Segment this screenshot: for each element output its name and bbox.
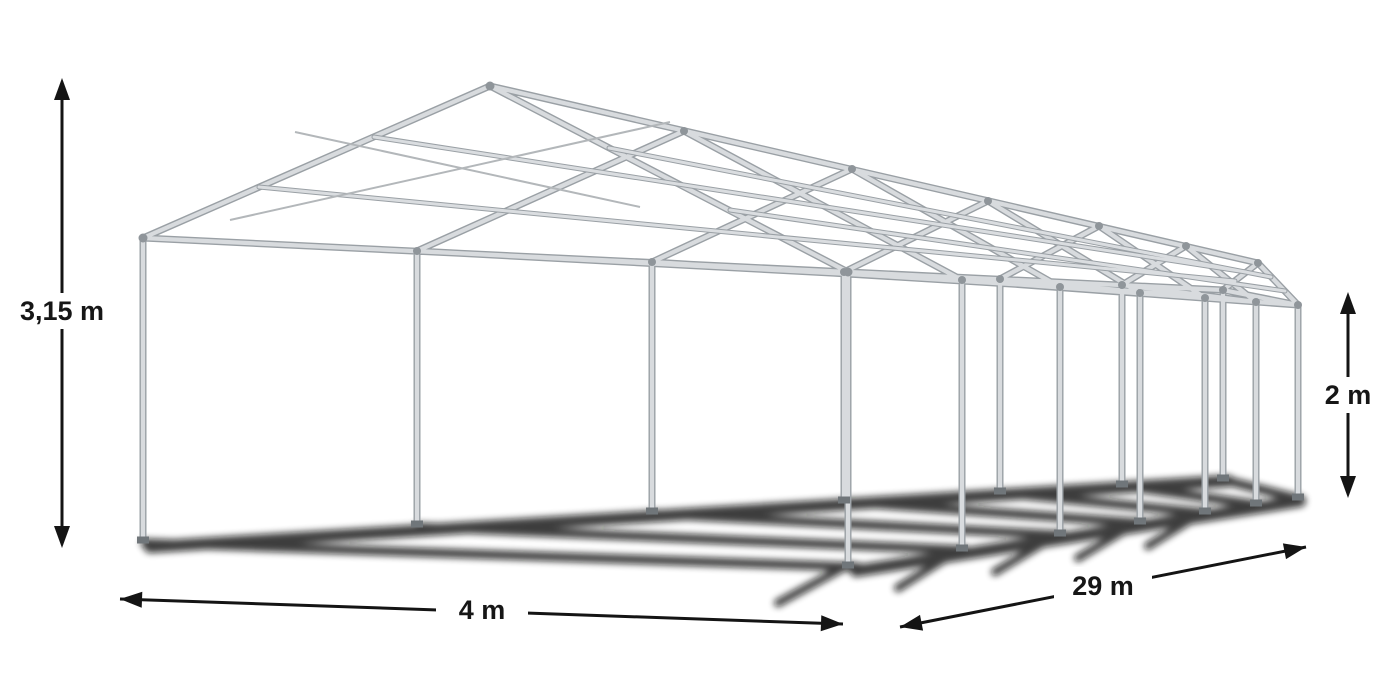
- connector-icon: [1182, 242, 1190, 250]
- connector-icon: [1294, 301, 1302, 309]
- arrow-up-icon: [54, 78, 70, 100]
- connector-icon: [1056, 283, 1064, 291]
- shadow-cross-beams: [140, 475, 1304, 572]
- side-height-dimension: 2 m: [1316, 292, 1380, 498]
- connector-icon: [843, 267, 853, 277]
- side-height-label: 2 m: [1325, 380, 1372, 410]
- arrow-up-icon: [1340, 292, 1356, 314]
- roof-purlins: [257, 135, 1287, 293]
- arrow-left-icon: [120, 591, 143, 608]
- dimension-annotations: 3,15 m 2 m 4 m: [14, 78, 1380, 632]
- width-label: 4 m: [459, 595, 506, 625]
- connector-icon: [996, 275, 1004, 283]
- connector-icon: [958, 276, 966, 284]
- total-height-dimension: 3,15 m: [14, 78, 110, 548]
- arrow-right-icon: [820, 615, 843, 632]
- connector-icon: [1118, 281, 1126, 289]
- arrow-left-icon: [900, 614, 924, 631]
- connector-icon: [1201, 294, 1209, 302]
- connector-icon: [138, 233, 148, 243]
- frame-structure: [139, 82, 1302, 569]
- shadow-leg-spikes: [774, 507, 1209, 607]
- connector-icon: [1254, 259, 1262, 267]
- connector-icon: [648, 258, 656, 266]
- length-dimension: 29 m: [899, 543, 1307, 631]
- gable-cross-braces: [229, 121, 671, 221]
- total-height-label: 3,15 m: [20, 296, 104, 326]
- connector-icon: [848, 165, 856, 173]
- connector-icon: [485, 81, 495, 91]
- arrow-down-icon: [54, 526, 70, 548]
- connector-icon: [1095, 222, 1103, 230]
- length-label-bg: [1054, 567, 1152, 605]
- ground-shadow-group: [140, 475, 1306, 607]
- leg-base-plates: [137, 474, 1304, 569]
- arrow-right-icon: [1282, 543, 1306, 560]
- connector-icon: [1219, 286, 1227, 294]
- connector-icon: [413, 247, 421, 255]
- total-height-label-bg: [14, 293, 110, 329]
- width-label-bg: [436, 591, 528, 629]
- connector-icon: [680, 127, 688, 135]
- arrow-down-icon: [1340, 476, 1356, 498]
- length-label: 29 m: [1072, 571, 1134, 601]
- connector-icon: [1252, 298, 1260, 306]
- width-dimension: 4 m: [119, 591, 844, 632]
- side-height-label-bg: [1316, 377, 1380, 413]
- connector-icon: [984, 197, 992, 205]
- connector-joints: [138, 81, 1302, 309]
- connector-icon: [1136, 289, 1144, 297]
